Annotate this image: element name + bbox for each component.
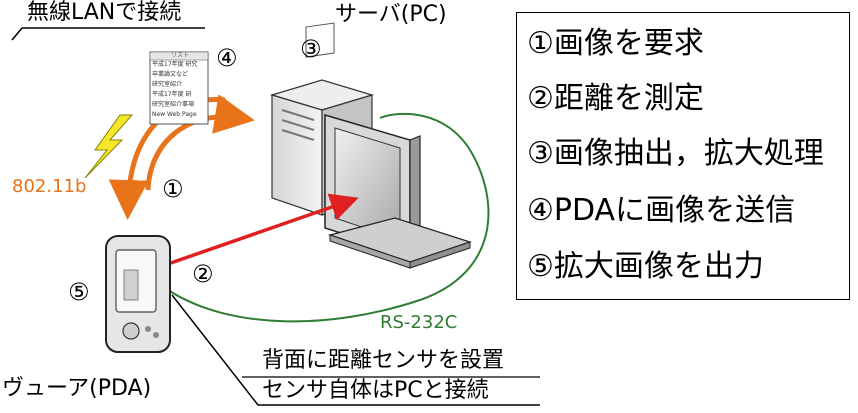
step-3: ③画像抽出，拡大処理	[527, 136, 824, 171]
wifi-arrow-request	[145, 94, 255, 191]
lightning-icon	[84, 114, 134, 179]
document-title: リスト	[170, 52, 189, 59]
step-4: ④PDAに画像を送信	[527, 193, 796, 228]
serial-cable	[167, 112, 490, 323]
pda-icon	[105, 235, 171, 353]
viewer-label: ヴューア(PDA)	[2, 376, 152, 401]
step-1: ①画像を要求	[527, 26, 704, 61]
marker-1: ①	[162, 175, 184, 203]
sensor-beam-arrow	[164, 193, 359, 267]
wifi-protocol-label: 802.11b	[12, 176, 87, 197]
marker-4: ④	[216, 44, 238, 72]
marker-2: ②	[192, 260, 214, 288]
document-line: 平成17年度 研	[152, 91, 192, 98]
step-5: ⑤拡大画像を出力	[527, 249, 764, 284]
document-line: New Web Page	[152, 111, 197, 118]
document-icon-text: リスト 平成17年度 研究 卒業論文など 研究室紹介 平成17年度 研 研究室紹…	[152, 53, 208, 118]
document-line: 卒業論文など	[152, 71, 189, 78]
document-line: 研究室紹介事項	[152, 101, 195, 108]
wireless-label: 無線LANで接続	[27, 0, 182, 25]
document-icon	[149, 51, 209, 125]
step-2: ②距離を測定	[527, 81, 704, 116]
sensor-note-leader	[171, 294, 540, 406]
document-line: 平成17年度 研究	[152, 61, 198, 68]
steps-legend: ①画像を要求 ②距離を測定 ③画像抽出，拡大処理 ④PDAに画像を送信 ⑤拡大画…	[516, 12, 850, 300]
marker-3: ③	[300, 35, 322, 63]
monitor-icon	[324, 113, 472, 269]
server-label: サーバ(PC)	[335, 2, 447, 27]
wireless-label-leader	[11, 27, 23, 41]
document-line: 研究室紹介	[152, 81, 183, 88]
sensor-note-line2: センサ自体はPCと接続	[262, 378, 489, 403]
marker-5: ⑤	[68, 278, 90, 306]
sensor-note-line1: 背面に距離センサを設置	[262, 348, 505, 373]
serial-protocol-label: RS-232C	[380, 312, 458, 333]
